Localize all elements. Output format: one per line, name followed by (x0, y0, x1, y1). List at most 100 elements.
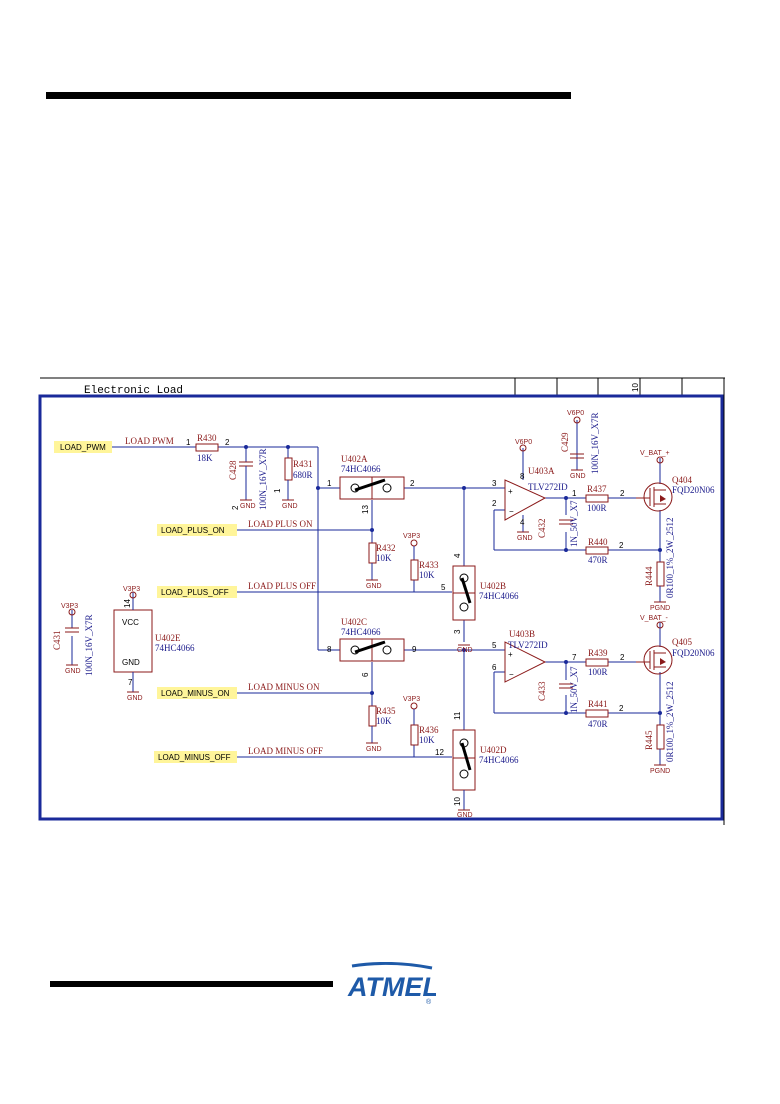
ref-label: U403A (528, 466, 555, 476)
svg-text:4: 4 (520, 518, 525, 527)
switch-u402d: U402D 74HC4066 11 10 12 GND (435, 711, 519, 819)
svg-text:GND: GND (366, 583, 382, 590)
logo-registered-mark: ® (426, 998, 432, 1006)
ref-label: Q405 (672, 637, 692, 647)
net-port-load-minus-on: LOAD_MINUS_ON (157, 687, 237, 699)
svg-text:9: 9 (412, 645, 417, 654)
capacitor-c432: C432 1N_50V_X7 (537, 500, 579, 547)
sheet-title: Electronic Load (84, 385, 183, 397)
svg-text:+: + (508, 487, 513, 496)
svg-text:V3P3: V3P3 (403, 696, 420, 703)
ground-symbol: GND (240, 499, 256, 510)
junction-dots (244, 445, 662, 715)
value-label: 100N_16V_X7R (258, 448, 268, 510)
value-label: 100N_16V_X7R (590, 412, 600, 474)
svg-text:GND: GND (366, 746, 382, 753)
net-port-label: LOAD_MINUS_OFF (158, 753, 231, 762)
svg-text:1: 1 (327, 479, 332, 488)
resistor-r440: R440 470R 2 (585, 537, 624, 565)
ref-label: R441 (588, 699, 608, 709)
resistor-r431: R431 680R GND 1 (273, 457, 313, 510)
pin-vcc: VCC (122, 618, 139, 627)
part-label: 74HC4066 (155, 643, 195, 653)
svg-text:5: 5 (441, 583, 446, 592)
capacitor-c429: V6P0 C429 100N_16V_X7R GND (560, 410, 600, 480)
atmel-logo: ATMEL ® (347, 962, 436, 1006)
ref-label: R445 (644, 730, 654, 750)
svg-text:GND: GND (517, 535, 533, 542)
ref-label: R432 (376, 543, 396, 553)
ref-label: U402C (341, 617, 367, 627)
part-label: 74HC4066 (479, 591, 519, 601)
svg-text:V3P3: V3P3 (123, 586, 140, 593)
header-rule (46, 92, 571, 99)
net-name-load-pwm: LOAD PWM (125, 436, 174, 446)
resistor-r433: V3P3 R433 10K (403, 533, 439, 581)
svg-text:V6P0: V6P0 (567, 410, 584, 417)
svg-text:−: − (509, 670, 514, 679)
net-port-load-plus-on: LOAD_PLUS_ON (157, 524, 237, 536)
net-port-label: LOAD_MINUS_ON (161, 689, 230, 698)
mosfet-q405: V_BAT_- Q405 FQD20N06 (636, 615, 715, 675)
resistor-r445: R445 0R100_1%_2W_2512 PGND (644, 682, 675, 776)
net-port-load-plus-off: LOAD_PLUS_OFF (157, 586, 237, 598)
ref-label: R431 (293, 459, 313, 469)
value-label: 100R (587, 503, 607, 513)
svg-text:8: 8 (520, 472, 525, 481)
net-name-load-minus-on: LOAD MINUS ON (248, 682, 320, 692)
resistor-r430: R430 18K 1 2 (186, 433, 230, 463)
part-label: 74HC4066 (341, 627, 381, 637)
svg-text:1: 1 (572, 489, 577, 498)
ref-label: U402A (341, 454, 368, 464)
value-label: 680R (293, 470, 313, 480)
switch-u402c: U402C 74HC4066 8 9 6 (327, 617, 417, 677)
ref-label: C431 (52, 630, 62, 650)
svg-text:13: 13 (361, 505, 370, 514)
opamp-u403b: + − U403B TLV272ID 5 6 7 (492, 629, 577, 683)
svg-text:4: 4 (453, 553, 462, 558)
capacitor-c433: C433 1N_50V_X7 (537, 666, 579, 713)
net-port-label: LOAD_PLUS_OFF (161, 588, 229, 597)
value-label: 10K (419, 735, 435, 745)
value-label: 10K (419, 570, 435, 580)
resistor-r441: R441 470R 2 (585, 699, 624, 729)
part-label: FQD20N06 (672, 485, 715, 495)
net-port-load-pwm: LOAD_PWM (54, 441, 112, 453)
capacitor-c431: V3P3 C431 100N_16V_X7R GND (52, 603, 94, 676)
svg-text:3: 3 (453, 629, 462, 634)
svg-text:3: 3 (492, 479, 497, 488)
svg-text:2: 2 (231, 505, 240, 510)
ref-label: R433 (419, 560, 439, 570)
svg-text:GND: GND (65, 668, 81, 675)
svg-text:+: + (508, 650, 513, 659)
ref-label: C428 (228, 460, 238, 480)
svg-text:GND: GND (127, 695, 143, 702)
svg-text:2: 2 (410, 479, 415, 488)
svg-text:2: 2 (492, 499, 497, 508)
svg-text:7: 7 (128, 678, 133, 687)
ground-symbol: GND (457, 644, 473, 654)
logo-wordmark: ATMEL (347, 972, 436, 1002)
svg-text:8: 8 (327, 645, 332, 654)
capacitor-c428: C428 100N_16V_X7R 2 (228, 448, 268, 510)
svg-text:10: 10 (453, 797, 462, 806)
svg-text:6: 6 (492, 663, 497, 672)
switch-u402a: U402A 74HC4066 1 2 13 (327, 454, 415, 514)
value-label: 100R (588, 667, 608, 677)
logo-swoosh (351, 962, 433, 970)
resistor-r436: V3P3 R436 10K (403, 696, 439, 746)
ref-label: C429 (560, 432, 570, 452)
value-label: 10K (376, 716, 392, 726)
ref-label: R437 (587, 484, 607, 494)
svg-text:GND: GND (240, 503, 256, 510)
ref-label: U402B (480, 581, 506, 591)
value-label: 0R100_1%_2W_2512 (665, 682, 675, 763)
value-label: 470R (588, 719, 608, 729)
svg-text:5: 5 (492, 641, 497, 650)
wires (71, 420, 661, 758)
svg-text:1: 1 (186, 438, 191, 447)
svg-text:7: 7 (572, 653, 577, 662)
ref-label: C433 (537, 681, 547, 701)
value-label: 0R100_1%_2W_2512 (665, 518, 675, 599)
